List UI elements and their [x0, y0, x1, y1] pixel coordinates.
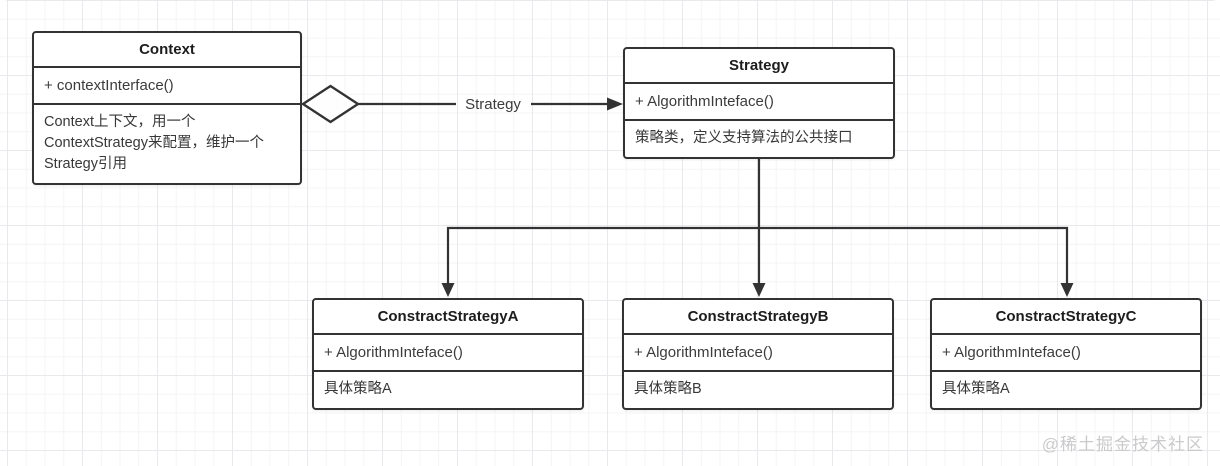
arrowhead-into-strategy-icon: [607, 97, 623, 111]
class-title: ConstractStrategyA: [314, 300, 582, 335]
class-box-context[interactable]: Context + contextInterface() Context上下文，…: [32, 31, 302, 185]
class-description: 策略类，定义支持算法的公共接口: [635, 130, 853, 146]
class-title: Strategy: [625, 49, 893, 84]
watermark: @稀土掘金技术社区: [1041, 435, 1204, 454]
aggregation-diamond-icon: [300, 84, 361, 124]
class-title: Context: [34, 33, 300, 68]
class-description: 具体策略A: [942, 381, 1010, 397]
arrowhead-into-concrete-b-icon: [752, 283, 766, 297]
class-description: Context上下文，用一个ContextStrategy来配置，维护一个Str…: [44, 114, 264, 172]
class-attribute: + AlgorithmInteface(): [624, 335, 892, 372]
arrowhead-into-concrete-a-icon: [441, 283, 455, 297]
class-description: 具体策略A: [324, 381, 392, 397]
class-box-constract-strategy-b[interactable]: ConstractStrategyB + AlgorithmInteface()…: [622, 298, 894, 410]
class-attribute: + AlgorithmInteface(): [314, 335, 582, 372]
class-description: 具体策略B: [634, 381, 702, 397]
class-attribute: + contextInterface(): [34, 68, 300, 105]
class-box-constract-strategy-c[interactable]: ConstractStrategyC + AlgorithmInteface()…: [930, 298, 1202, 410]
class-title: ConstractStrategyB: [624, 300, 892, 335]
arrowhead-into-concrete-c-icon: [1060, 283, 1074, 297]
class-title: ConstractStrategyC: [932, 300, 1200, 335]
class-box-strategy[interactable]: Strategy + AlgorithmInteface() 策略类，定义支持算…: [623, 47, 895, 159]
association-label: Strategy: [465, 96, 521, 113]
tree-branch-line: [446, 226, 1069, 286]
class-box-constract-strategy-a[interactable]: ConstractStrategyA + AlgorithmInteface()…: [312, 298, 584, 410]
class-attribute: + AlgorithmInteface(): [625, 84, 893, 121]
class-attribute: + AlgorithmInteface(): [932, 335, 1200, 372]
